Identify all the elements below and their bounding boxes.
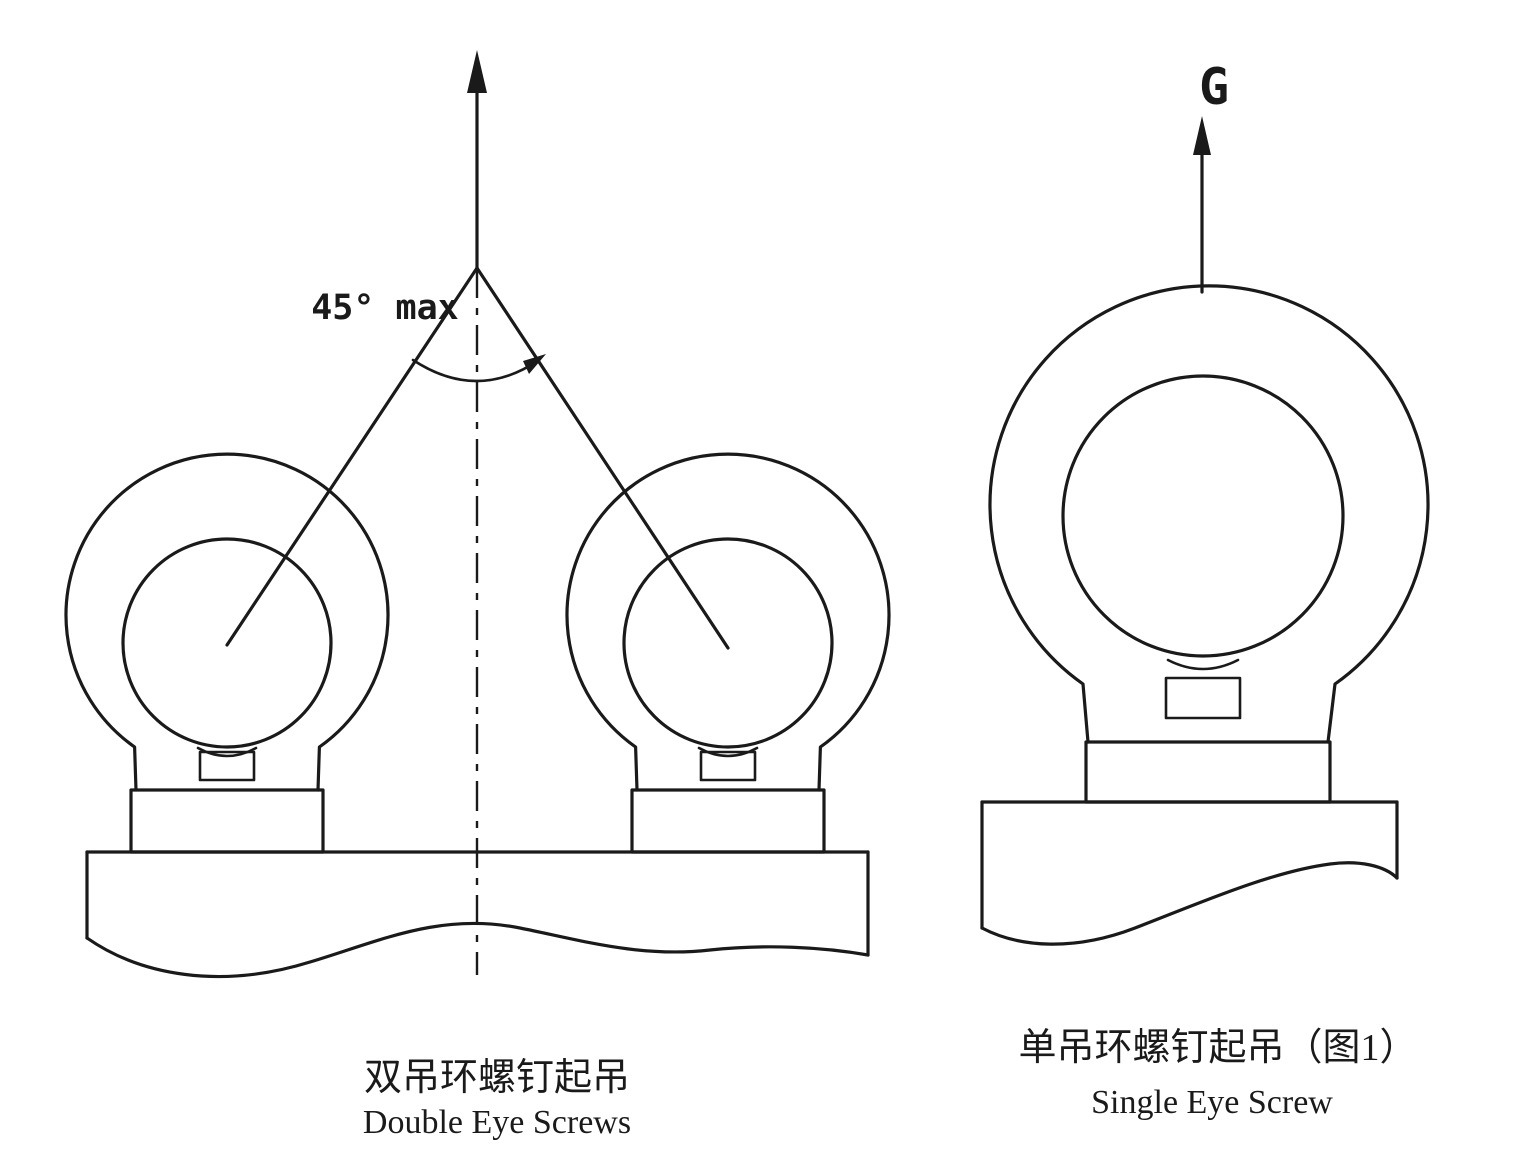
eye-bolt-shoulder-arc — [697, 746, 759, 758]
base-plate — [980, 800, 1399, 946]
angle-label: 45° max — [311, 288, 459, 328]
eye-bolt-boss — [198, 750, 256, 782]
eye-bolt-shoulder-arc — [196, 746, 258, 758]
double-eye-caption-en: Double Eye Screws — [363, 1104, 631, 1141]
base-plate — [85, 850, 870, 979]
sling-line-right — [475, 266, 730, 650]
eye-bolt-inner-ring — [622, 537, 834, 749]
lift-arrow-head-icon — [1193, 116, 1211, 155]
base-break-line — [85, 921, 870, 979]
eye-bolt-inner-ring — [121, 537, 333, 749]
eye-bolt-collar — [1084, 740, 1332, 804]
eye-bolt-inner-ring — [1061, 374, 1345, 658]
eye-bolt-outer-ring — [565, 452, 891, 792]
angle-arc — [411, 358, 541, 383]
eye-bolt-boss — [1164, 676, 1242, 720]
sling-line-left — [225, 266, 479, 647]
double-eye-caption-zh: 双吊环螺钉起吊 — [364, 1057, 630, 1099]
eye-bolt-outer-ring — [988, 284, 1430, 744]
single-eye-caption-en: Single Eye Screw — [1091, 1084, 1333, 1121]
single-eye-caption-zh: 单吊环螺钉起吊（图1） — [1018, 1027, 1417, 1069]
double-eye-figure: 45° max — [64, 50, 891, 1141]
force-label: G — [1199, 58, 1229, 116]
angle-arc-arrowhead-icon — [523, 354, 546, 374]
eye-bolt-right — [565, 452, 891, 854]
lift-direction-arrow — [467, 50, 487, 270]
eye-bolt-collar — [630, 788, 826, 854]
eye-bolt-single — [988, 284, 1430, 804]
eye-bolt-collar — [129, 788, 325, 854]
lift-arrow-head-icon — [467, 50, 487, 93]
lift-direction-arrow — [1193, 116, 1211, 294]
eye-bolt-outer-ring — [64, 452, 390, 792]
eye-bolt-shoulder-arc — [1166, 658, 1240, 671]
single-eye-figure: G 单吊环螺钉起吊（图1） S — [980, 58, 1430, 1121]
base-break-line — [980, 861, 1399, 946]
eye-bolt-boss — [699, 750, 757, 782]
eye-bolt-left — [64, 452, 390, 854]
